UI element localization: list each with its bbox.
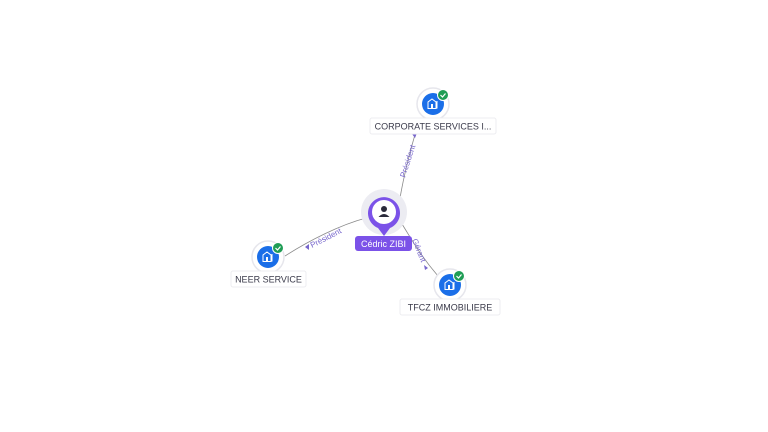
company-label-bg (399, 298, 501, 316)
check-badge-icon (272, 242, 284, 254)
check-badge-icon (453, 270, 465, 282)
person-icon (378, 206, 390, 217)
check-badge-icon (437, 89, 449, 101)
company-name: TFCZ IMMOBILIERE (408, 303, 493, 313)
company-node-corporate-services[interactable]: CORPORATE SERVICES I... (369, 87, 497, 135)
edge-label-neer: Président (309, 226, 344, 250)
company-name: NEER SERVICE (235, 275, 302, 285)
company-building-icon (444, 279, 455, 290)
arrow-head-neer (305, 244, 309, 250)
person-label-bg (355, 236, 412, 251)
company-building-icon (262, 251, 273, 262)
company-name: CORPORATE SERVICES I... (375, 122, 492, 132)
edge-label-corporate: Président (398, 143, 417, 179)
company-label-bg (230, 270, 307, 288)
edge-label-tfcz: Gérant (410, 237, 428, 264)
edge-tfcz (401, 223, 439, 277)
edge-neer-service (284, 217, 367, 257)
person-name: Cédric ZIBI (361, 239, 406, 249)
arrow-head-tfcz (424, 265, 428, 270)
person-node[interactable]: Cédric ZIBI (355, 189, 412, 251)
company-label-bg (369, 117, 497, 135)
company-node-tfcz-immobiliere[interactable]: TFCZ IMMOBILIERE (399, 268, 501, 316)
company-building-icon (427, 98, 438, 109)
company-node-neer-service[interactable]: NEER SERVICE (230, 240, 307, 288)
